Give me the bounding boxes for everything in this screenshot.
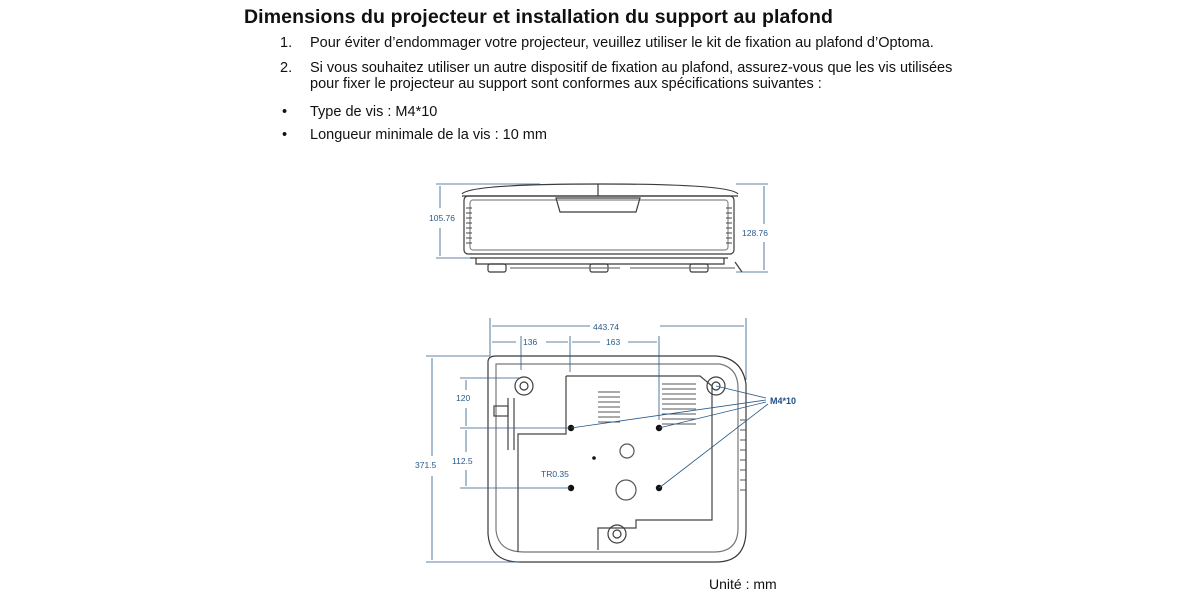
dimension-height-right: 128.76 [742,228,768,238]
bullet-text: Type de vis : M4*10 [310,104,438,120]
dimension-depth-total: 371.5 [415,460,437,470]
bullet-symbol: • [282,127,288,143]
radius-label: TR0.35 [541,469,569,479]
dimension-112-5: 112.5 [452,456,473,466]
bullet-symbol: • [282,104,288,120]
unit-note: Unité : mm [709,576,777,592]
step-text: Si vous souhaitez utiliser un autre disp… [310,60,953,92]
step-text: Pour éviter d’endommager votre projecteu… [310,35,934,51]
screw-label: M4*10 [770,396,796,406]
page-title: Dimensions du projecteur et installation… [244,6,834,28]
bullet-text: Longueur minimale de la vis : 10 mm [310,127,547,143]
dimension-120: 120 [456,393,470,403]
step-number: 2. [280,60,293,76]
dimension-136: 136 [523,337,537,347]
dimension-total-width: 443.74 [593,322,619,332]
dimension-height-left: 105.76 [429,213,455,223]
step-number: 1. [280,35,293,51]
dimension-163: 163 [606,337,620,347]
